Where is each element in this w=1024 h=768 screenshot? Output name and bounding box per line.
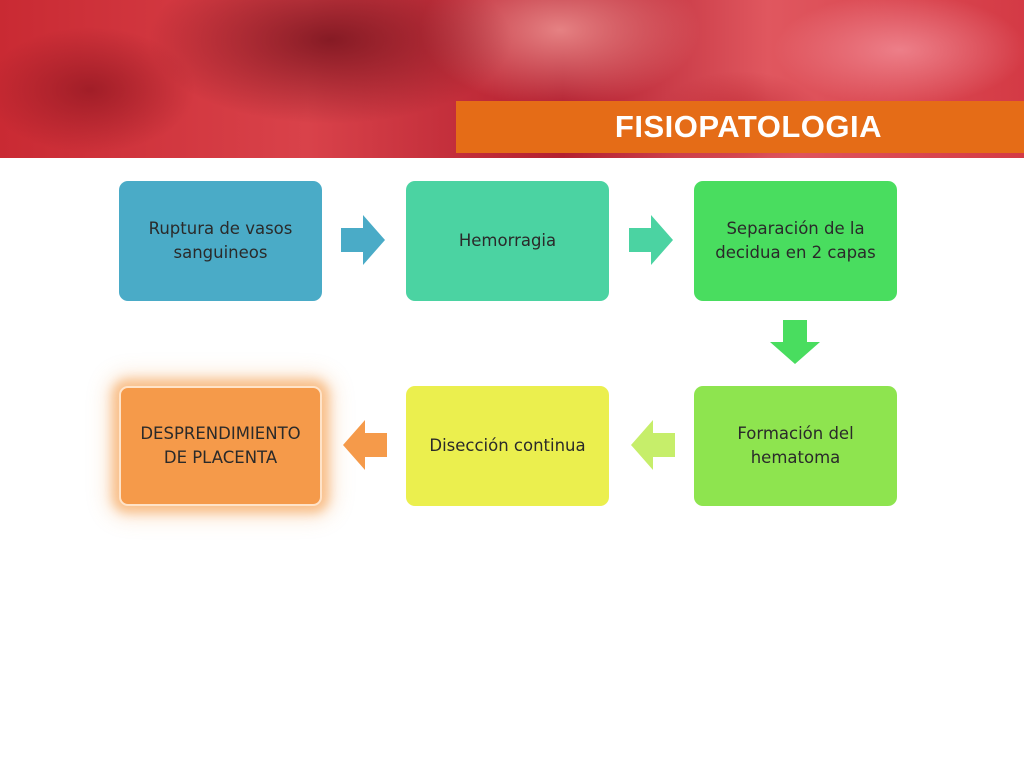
edge-arrow-2 [629, 215, 673, 265]
arrow-right-icon [341, 215, 385, 265]
flow-node-desprendimiento: DESPRENDIMIENTO DE PLACENTA [119, 386, 322, 506]
arrow-right-icon [629, 215, 673, 265]
arrow-down-icon [770, 320, 820, 364]
flow-node-formacion: Formación del hematoma [694, 386, 897, 506]
flow-node-ruptura: Ruptura de vasos sanguineos [119, 181, 322, 301]
node-label-formacion: Formación del hematoma [737, 424, 854, 467]
flow-node-hemorragia: Hemorragia [406, 181, 609, 301]
edge-arrow-3 [770, 320, 820, 364]
node-label-hemorragia: Hemorragia [458, 231, 557, 250]
arrow-left-icon [631, 420, 675, 470]
node-label-ruptura: Ruptura de vasos sanguineos [148, 219, 293, 262]
edge-arrow-4 [631, 420, 675, 470]
edge-arrow-5 [343, 420, 387, 470]
node-label-separacion: Separación de la decidua en 2 capas [715, 219, 876, 262]
edge-arrow-1 [341, 215, 385, 265]
flow-node-diseccion: Disección continua [406, 386, 609, 506]
arrow-left-icon [343, 420, 387, 470]
title-bar: FISIOPATOLOGIA [456, 101, 1024, 153]
node-label-diseccion: Disección continua [429, 436, 586, 455]
node-label-desprendimiento: DESPRENDIMIENTO DE PLACENTA [140, 424, 301, 467]
slide-title: FISIOPATOLOGIA [614, 109, 882, 144]
flow-node-separacion: Separación de la decidua en 2 capas [694, 181, 897, 301]
